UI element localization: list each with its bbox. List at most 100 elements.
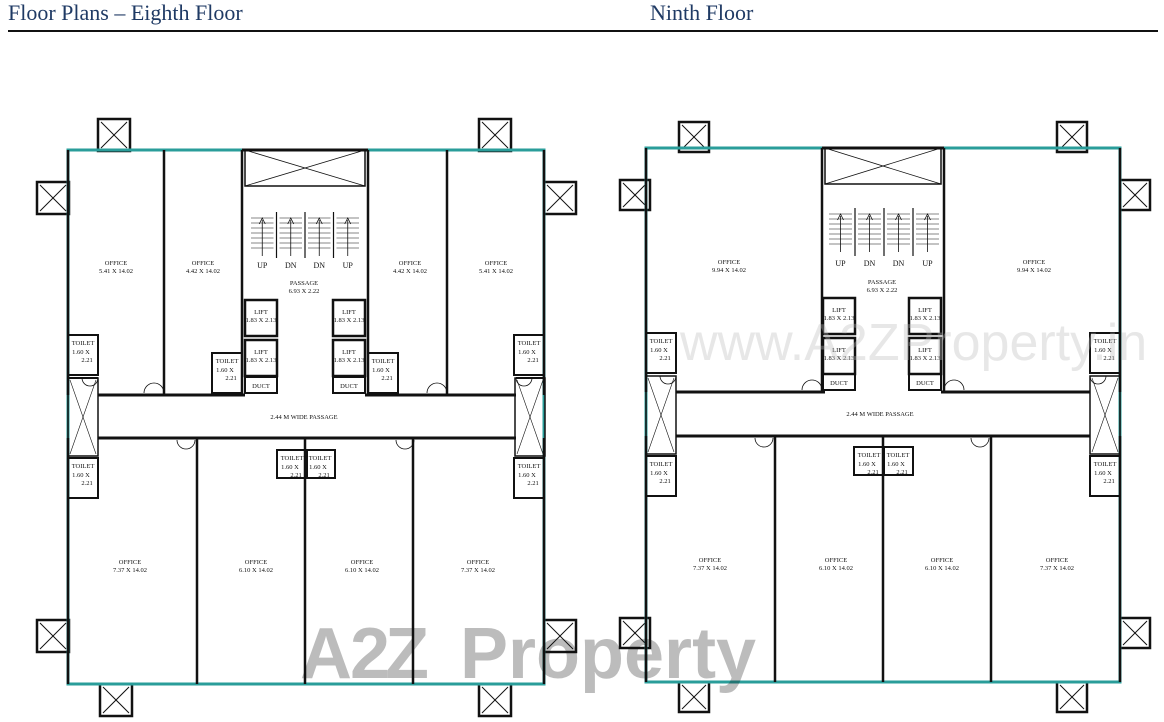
column [618, 616, 652, 650]
toilet [1089, 455, 1121, 497]
toilet [645, 332, 677, 374]
toilet-label: TOILET [1094, 461, 1117, 468]
office-label: OFFICE [399, 260, 421, 267]
column-cross [622, 182, 648, 208]
lift-label: LIFT [918, 307, 932, 314]
lift-size: 1.83 X 2.13 [334, 317, 365, 324]
passage-label: PASSAGE [868, 279, 896, 286]
duct [822, 373, 856, 391]
column-cross [1122, 182, 1148, 208]
toilet-label: TOILET [887, 452, 910, 459]
toilet-size: 1.60 X [216, 367, 234, 374]
toilet-label: TOILET [650, 461, 673, 468]
toilet [276, 449, 308, 479]
stair-arrow [866, 213, 873, 252]
lift [821, 296, 857, 336]
office-label: OFFICE [931, 557, 953, 564]
stair-arrow [344, 217, 352, 256]
toilet-label: TOILET [518, 340, 541, 347]
toilet [513, 457, 545, 499]
wide-passage-label: 2.44 M WIDE PASSAGE [846, 411, 913, 418]
toilet-size: 1.60 X [858, 461, 876, 468]
duct-label: DUCT [916, 380, 934, 387]
office-size: 4.42 X 14.02 [393, 268, 427, 275]
lift-size: 1.83 X 2.13 [334, 357, 365, 364]
side-lobby [645, 375, 677, 455]
lift-label: LIFT [918, 347, 932, 354]
website-watermark: www.A2ZProperty.in [679, 314, 1147, 372]
toilet-size: 2.21 [1103, 355, 1114, 362]
toilet-size: 2.21 [659, 478, 670, 485]
toilet-size: 2.21 [867, 469, 878, 476]
toilet [882, 446, 914, 476]
duct-label: DUCT [252, 383, 270, 390]
column-cross [39, 622, 67, 650]
shaft-cross [824, 147, 942, 185]
column-cross [481, 121, 509, 149]
office-size: 4.42 X 14.02 [186, 268, 220, 275]
stair-label: UP [922, 259, 933, 268]
office-label: OFFICE [467, 559, 489, 566]
column-cross [681, 124, 707, 150]
toilet [513, 334, 545, 376]
toilet-size: 1.60 X [309, 464, 327, 471]
column [677, 120, 711, 154]
office-label: OFFICE [699, 557, 721, 564]
lift [331, 298, 367, 338]
lift-size: 1.83 X 2.13 [910, 315, 941, 322]
stair-label: UP [257, 261, 268, 270]
toilet-size: 1.60 X [650, 347, 668, 354]
lift-size: 1.83 X 2.13 [910, 355, 941, 362]
door-swing [143, 382, 165, 394]
office-label: OFFICE [119, 559, 141, 566]
door-swing [515, 377, 533, 387]
lobby-cross [69, 379, 97, 455]
column-cross [39, 184, 67, 212]
door-swing [943, 379, 965, 391]
toilet-size: 1.60 X [1094, 470, 1112, 477]
stair-label: DN [285, 261, 297, 270]
office-label: OFFICE [1023, 259, 1045, 266]
side-lobby [67, 377, 99, 457]
toilet-size: 2.21 [659, 355, 670, 362]
eighth-floor-title: Floor Plans – Eighth Floor [8, 0, 243, 25]
toilet-label: TOILET [518, 463, 541, 470]
office-label: OFFICE [192, 260, 214, 267]
lift [243, 298, 279, 338]
toilet-size: 2.21 [290, 472, 301, 479]
column-cross [681, 684, 707, 710]
lift-size: 1.83 X 2.13 [246, 357, 277, 364]
toilet-size: 2.21 [527, 357, 538, 364]
toilet [1089, 332, 1121, 374]
toilet-size: 2.21 [896, 469, 907, 476]
toilet-size: 1.60 X [372, 367, 390, 374]
toilet-label: TOILET [1094, 338, 1117, 345]
duct-label: DUCT [340, 383, 358, 390]
passage-size: 6.93 X 2.22 [867, 287, 898, 294]
door-swing [659, 375, 677, 385]
duct [332, 376, 366, 394]
toilet-size: 2.21 [318, 472, 329, 479]
toilet [304, 449, 336, 479]
side-lobby [514, 377, 546, 457]
toilet [367, 352, 399, 394]
door-swing [970, 437, 990, 448]
toilet-size: 1.60 X [887, 461, 905, 468]
toilet-label: TOILET [72, 340, 95, 347]
office-size: 9.94 X 14.02 [712, 267, 746, 274]
ninth-floor-title: Ninth Floor [650, 0, 754, 25]
lift-size: 1.83 X 2.13 [824, 355, 855, 362]
office-size: 7.37 X 14.02 [693, 565, 727, 572]
toilet-size: 2.21 [225, 375, 236, 382]
passage-size: 6.93 X 2.22 [289, 288, 320, 295]
stair-arrow [258, 217, 266, 256]
door-swing [754, 437, 774, 448]
toilet-label: TOILET [216, 358, 239, 365]
office-label: OFFICE [1046, 557, 1068, 564]
office-size: 5.41 X 14.02 [479, 268, 513, 275]
lift-size: 1.83 X 2.13 [824, 315, 855, 322]
column-cross [1059, 124, 1085, 150]
toilet-label: TOILET [281, 455, 304, 462]
